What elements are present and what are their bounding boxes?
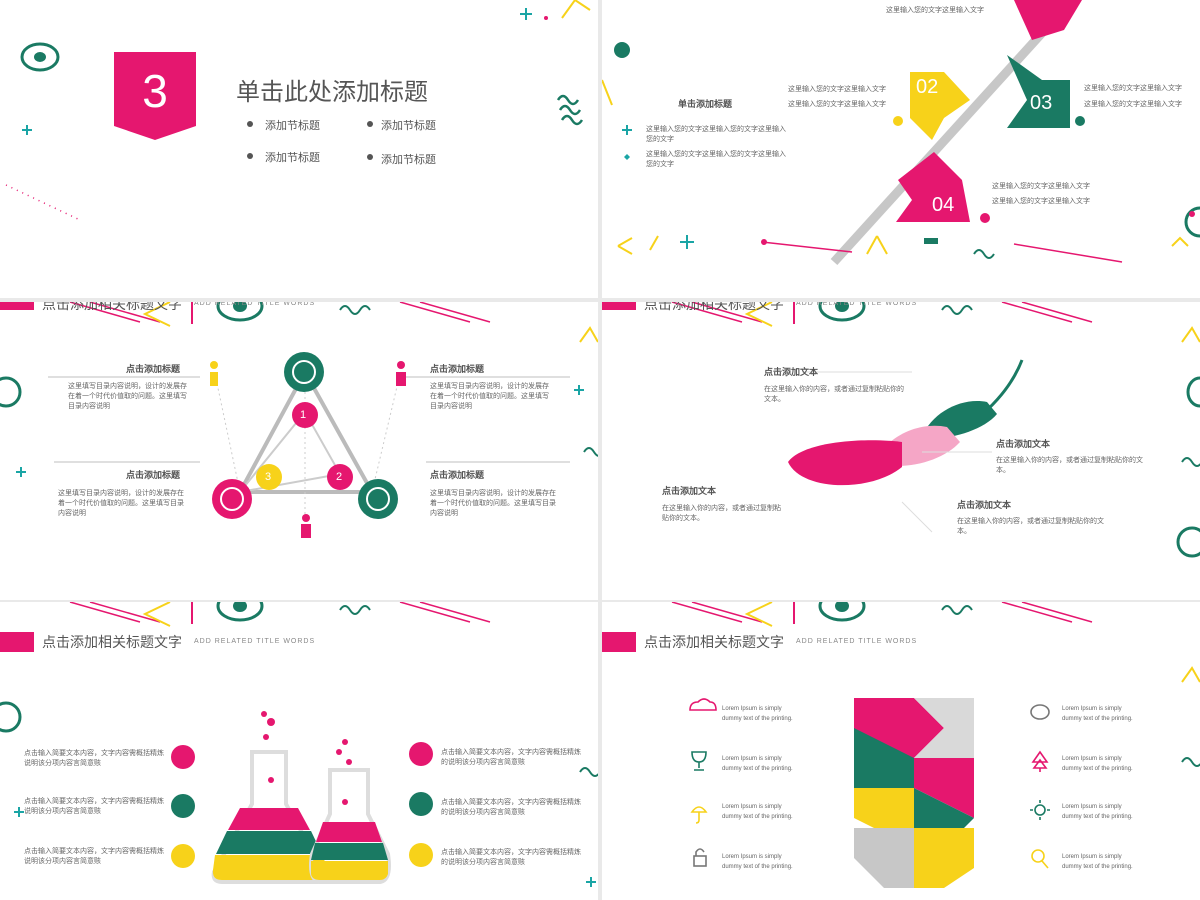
section-title[interactable]: 单击此处添加标题 bbox=[236, 79, 428, 106]
step-04-text-b[interactable]: 这里输入您的文字这里输入文字 bbox=[992, 198, 1090, 205]
slide-subtitle: ADD RELATED TITLE WORDS bbox=[194, 302, 316, 307]
bullet-2[interactable]: 添加节标题 bbox=[381, 120, 436, 132]
tri-body-3[interactable]: 这里填写目录内容说明，设计的发展存在着一个时代价值取的问题。这里填写目录内容说明 bbox=[58, 490, 184, 517]
puzzle-item-2[interactable]: Lorem Ipsum is simply dummy text of the … bbox=[722, 756, 793, 772]
puzzle-item-1[interactable]: Lorem Ipsum is simply dummy text of the … bbox=[722, 706, 793, 722]
step-03-text-a[interactable]: 这里输入您的文字这里输入文字 bbox=[1084, 85, 1182, 92]
section-number: 3 bbox=[142, 65, 168, 117]
feather-body-2[interactable]: 在这里输入你的内容，或者通过复制粘贴你的文本。 bbox=[996, 457, 1143, 474]
step-02-label: 02 bbox=[916, 76, 939, 98]
slide-subtitle: ADD RELATED TITLE WORDS bbox=[194, 638, 316, 645]
puzzle-item-4[interactable]: Lorem Ipsum is simply dummy text of the … bbox=[722, 854, 793, 870]
tri-num-3: 3 bbox=[265, 471, 272, 483]
tri-title-4[interactable]: 点击添加标题 bbox=[430, 470, 485, 480]
flask-left-2[interactable]: 点击输入简要文本内容，文字内容需概括精炼说明该分项内容言简意赅 bbox=[24, 798, 164, 815]
flask-left-3[interactable]: 点击输入简要文本内容，文字内容需概括精炼说明该分项内容言简意赅 bbox=[24, 848, 164, 865]
tri-body-2[interactable]: 这里填写目录内容说明，设计的发展存在着一个时代价值取的问题。这里填写目录内容说明 bbox=[430, 383, 549, 410]
step-02-text-a[interactable]: 这里输入您的文字这里输入文字 bbox=[788, 86, 886, 93]
slide6-decor bbox=[602, 602, 1200, 888]
tri-num-1: 1 bbox=[300, 409, 307, 421]
step-04-text-a[interactable]: 这里输入您的文字这里输入文字 bbox=[992, 183, 1090, 190]
tri-num-2: 2 bbox=[336, 471, 343, 483]
step-04-label: 04 bbox=[932, 194, 955, 216]
tri-body-4[interactable]: 这里填写目录内容说明，设计的发展存在着一个时代价值取的问题。这里填写目录内容说明 bbox=[430, 490, 556, 517]
flask-right-3[interactable]: 点击输入简要文本内容，文字内容需概括精炼的说明该分项内容言简意赅 bbox=[441, 849, 581, 866]
bullet-1[interactable]: 添加节标题 bbox=[265, 120, 320, 132]
step-03-label: 03 bbox=[1030, 92, 1053, 114]
feather-body-1[interactable]: 在这里输入你的内容，或者通过复制粘贴你的文本。 bbox=[764, 386, 904, 403]
puzzle-item-7[interactable]: Lorem Ipsum is simply dummy text of the … bbox=[1062, 804, 1133, 820]
tri-title-2[interactable]: 点击添加标题 bbox=[430, 364, 485, 374]
puzzle-item-6[interactable]: Lorem Ipsum is simply dummy text of the … bbox=[1062, 756, 1133, 772]
step-03-text-b[interactable]: 这里输入您的文字这里输入文字 bbox=[1084, 101, 1182, 108]
tri-title-1[interactable]: 点击添加标题 bbox=[126, 364, 181, 374]
puzzle-item-5[interactable]: Lorem Ipsum is simply dummy text of the … bbox=[1062, 706, 1133, 722]
flask-left-1[interactable]: 点击输入简要文本内容，文字内容需概括精炼说明该分项内容言简意赅 bbox=[24, 750, 164, 767]
feather-title-2[interactable]: 点击添加文本 bbox=[996, 439, 1051, 449]
flask-right-1[interactable]: 点击输入简要文本内容，文字内容需概括精炼的说明该分项内容言简意赅 bbox=[441, 749, 581, 766]
tri-title-3[interactable]: 点击添加标题 bbox=[126, 470, 181, 480]
feather-title-3[interactable]: 点击添加文本 bbox=[662, 486, 717, 496]
feather-title-1[interactable]: 点击添加文本 bbox=[764, 367, 819, 377]
bullet-4[interactable]: 添加节标题 bbox=[381, 154, 436, 166]
slide-section-title[interactable]: 3 单击此处添加标题 添加节标题 添加节标题 添加节标题 添加节标题 bbox=[0, 0, 598, 298]
slide1-decor bbox=[5, 0, 591, 221]
slide-triangle[interactable]: 点击添加相关标题文字 ADD RELATED TITLE WORDS 点击添加标… bbox=[0, 302, 598, 600]
slide2-heading[interactable]: 单击添加标题 bbox=[678, 99, 733, 109]
slide-feather[interactable]: 点击添加相关标题文字 ADD RELATED TITLE WORDS 点击添加文… bbox=[602, 302, 1200, 600]
feather-body-3[interactable]: 在这里输入你的内容，或者通过复制粘贴你的文本。 bbox=[662, 505, 781, 522]
slide-subtitle: ADD RELATED TITLE WORDS bbox=[796, 302, 918, 307]
slide-title[interactable]: 点击添加相关标题文字 bbox=[644, 634, 784, 650]
slide4-decor bbox=[602, 302, 1200, 558]
feather-body-4[interactable]: 在这里输入你的内容，或者通过复制粘贴你的文本。 bbox=[957, 518, 1104, 535]
slide-title[interactable]: 点击添加相关标题文字 bbox=[42, 634, 182, 650]
slide2-item-1[interactable]: 这里输入您的文字这里输入您的文字这里输入您的文字 bbox=[646, 126, 786, 143]
slide2-item-2[interactable]: 这里输入您的文字这里输入您的文字这里输入您的文字 bbox=[646, 151, 786, 168]
flask-right-2[interactable]: 点击输入简要文本内容，文字内容需概括精炼的说明该分项内容言简意赅 bbox=[441, 799, 581, 816]
slide-puzzle[interactable]: 点击添加相关标题文字 ADD RELATED TITLE WORDS Lorem… bbox=[602, 602, 1200, 900]
header-bar bbox=[0, 302, 34, 310]
feather-title-4[interactable]: 点击添加文本 bbox=[957, 500, 1012, 510]
bullet-3[interactable]: 添加节标题 bbox=[265, 152, 320, 164]
step-02-text-b[interactable]: 这里输入您的文字这里输入文字 bbox=[788, 101, 886, 108]
slide-flasks[interactable]: 点击添加相关标题文字 ADD RELATED TITLE WORDS 点击输入简… bbox=[0, 602, 598, 900]
slide-arrow-steps[interactable]: 02 03 04 单击添加标题 这里输入您的文字这里输入您的文字这里输入您的文字… bbox=[602, 0, 1200, 298]
puzzle-item-8[interactable]: Lorem Ipsum is simply dummy text of the … bbox=[1062, 854, 1133, 870]
slide-title[interactable]: 点击添加相关标题文字 bbox=[644, 302, 784, 312]
slide-title[interactable]: 点击添加相关标题文字 bbox=[42, 302, 182, 312]
slide2-arrow-diagram bbox=[602, 0, 1200, 266]
top-text[interactable]: 这里输入您的文字这里输入文字 bbox=[886, 7, 984, 14]
puzzle-item-3[interactable]: Lorem Ipsum is simply dummy text of the … bbox=[722, 804, 793, 820]
tri-body-1[interactable]: 这里填写目录内容说明，设计的发展存在着一个时代价值取的问题。这里填写目录内容说明 bbox=[68, 383, 187, 410]
slide5-decor bbox=[0, 602, 598, 887]
slide-subtitle: ADD RELATED TITLE WORDS bbox=[796, 638, 918, 645]
slide3-decor bbox=[0, 302, 598, 538]
